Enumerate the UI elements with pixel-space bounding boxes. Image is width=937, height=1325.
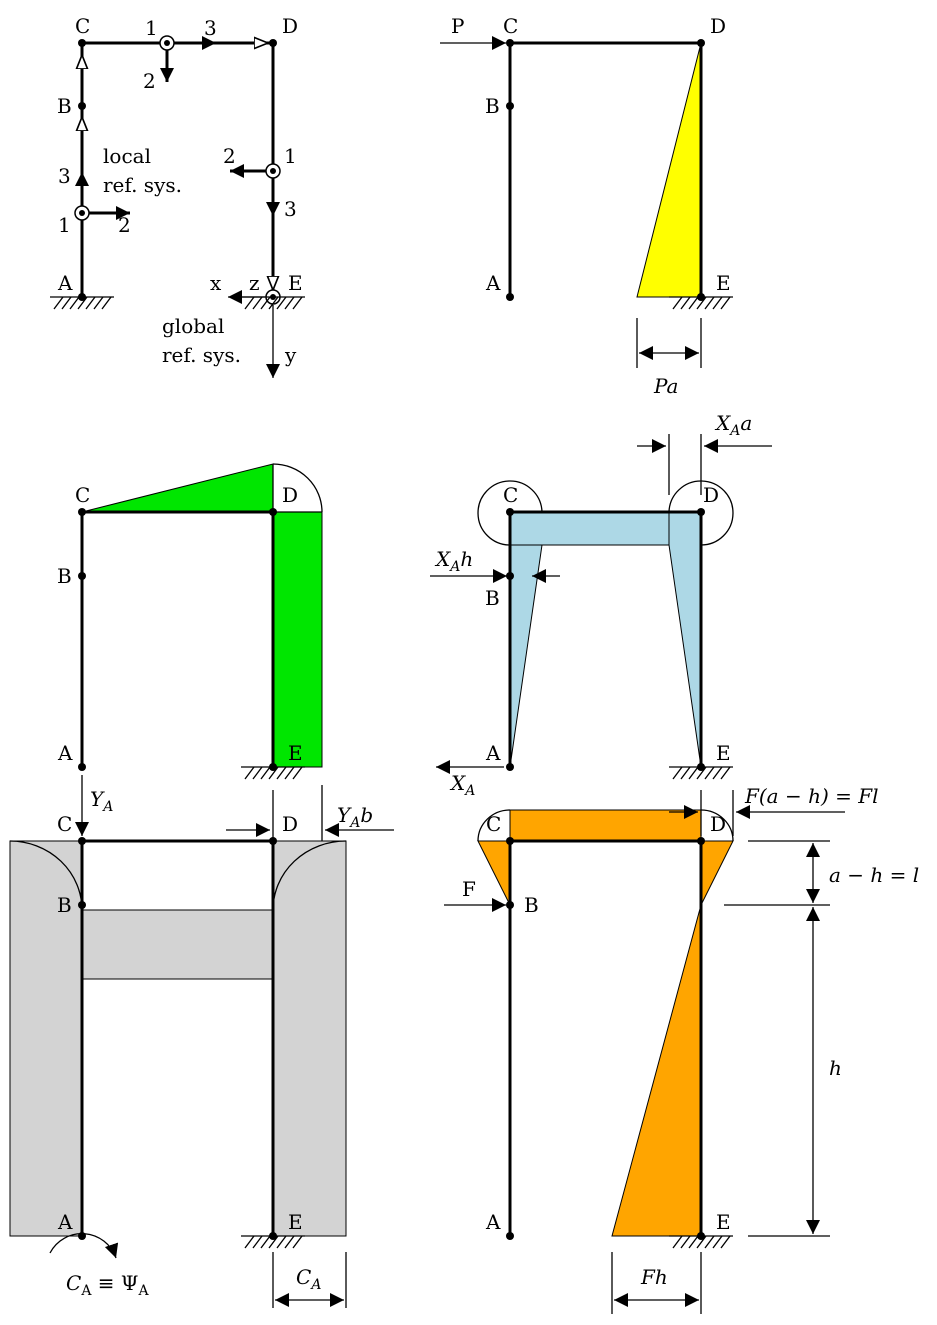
dimension-label-pa: Pa — [653, 374, 678, 398]
node-label-c: C — [503, 483, 518, 507]
moment-arc — [272, 840, 347, 911]
node-label-a: A — [485, 1210, 501, 1234]
local-caption: ref. sys. — [103, 173, 182, 197]
node-label-d: D — [703, 483, 719, 507]
load-label-ya: YA — [90, 787, 113, 815]
moment-diagram-ya — [272, 511, 323, 768]
node-label-d: D — [282, 812, 298, 836]
node-label-b: B — [57, 564, 72, 588]
global-caption: global — [162, 314, 224, 338]
moment-arc — [477, 480, 543, 546]
moment-arc — [272, 463, 323, 513]
node-dots — [78, 508, 277, 771]
dimension-label-ca: CA — [296, 1265, 321, 1293]
node-label-c: C — [75, 483, 90, 507]
node-label-a: A — [485, 271, 501, 295]
node-label-c: C — [503, 14, 518, 38]
load-label-p: P — [451, 14, 464, 38]
moment-diagram-f — [509, 809, 702, 842]
node-dots — [506, 39, 705, 301]
node-label-d: D — [282, 14, 298, 38]
node-dots — [78, 39, 277, 301]
ground-support-icon — [241, 296, 305, 310]
node-label-e: E — [716, 1210, 731, 1234]
node-dots — [506, 837, 705, 1240]
global-axis-z: z — [249, 271, 260, 295]
node-label-b: B — [57, 94, 72, 118]
node-label-d: D — [710, 14, 726, 38]
ground-support-icon — [669, 766, 733, 780]
axis-label: 3 — [284, 197, 297, 221]
moment-label-ca: CA ≡ ΨA — [66, 1271, 149, 1299]
global-caption: ref. sys. — [162, 343, 241, 367]
dimension-label-xaa: XAa — [714, 411, 752, 439]
axis-label: 3 — [204, 16, 217, 40]
ground-support-icon — [50, 296, 114, 310]
dimension-label-xah: XAh — [434, 547, 473, 575]
node-label-c: C — [486, 812, 501, 836]
moment-diagram-f — [477, 840, 511, 906]
axis-label: 2 — [118, 213, 131, 237]
global-axis-y: y — [284, 343, 297, 367]
axis-label: 1 — [58, 213, 71, 237]
dimension-label-yab: YAb — [337, 803, 373, 831]
panel-moment-ca: CA ≡ ΨA C D B A E CA — [9, 812, 347, 1308]
moment-diagram-ca — [272, 840, 347, 1237]
node-dots — [506, 508, 705, 771]
node-label-b: B — [485, 586, 500, 610]
panel-load-f: F F(a − h) = Fl a − h = l h Fh C D B A E — [444, 784, 919, 1314]
panel-reference-systems: C D B A E local ref. sys. global ref. sy… — [50, 14, 305, 378]
panel-load-xa: XA XAh XAa C D B A E — [430, 411, 772, 799]
moment-diagram-ca — [81, 909, 274, 980]
moment-diagram-f — [700, 840, 734, 906]
dimension-label-l: a − h = l — [829, 863, 919, 887]
node-label-e: E — [288, 741, 303, 765]
global-axis-x: x — [210, 271, 222, 295]
node-label-d: D — [710, 812, 726, 836]
dimension-label-h: h — [829, 1056, 842, 1080]
axis-out-icon — [74, 35, 281, 305]
node-label-c: C — [57, 812, 72, 836]
node-label-b: B — [57, 893, 72, 917]
moment-diagram-xa — [509, 511, 543, 768]
moment-diagram-f — [611, 904, 702, 1237]
node-label-e: E — [288, 1210, 303, 1234]
load-label-f: F — [462, 877, 476, 901]
node-label-e: E — [288, 271, 303, 295]
axis-label: 2 — [223, 144, 236, 168]
moment-arc — [477, 809, 511, 842]
node-dots — [78, 837, 277, 1240]
axis-label: 1 — [284, 144, 297, 168]
node-label-e: E — [716, 741, 731, 765]
moment-diagram-ca — [9, 840, 83, 1237]
axis-label: 2 — [143, 69, 156, 93]
node-label-b: B — [524, 893, 539, 917]
axis-label: 1 — [145, 16, 158, 40]
local-caption: local — [103, 144, 151, 168]
moment-diagram-p — [636, 42, 702, 298]
moment-diagram-ya — [81, 463, 274, 513]
panel-load-ya: YA C D B A E YAb — [57, 463, 394, 846]
axis-label: 3 — [58, 164, 71, 188]
node-label-e: E — [716, 271, 731, 295]
node-label-c: C — [75, 14, 90, 38]
dimension-label-fl: F(a − h) = Fl — [744, 784, 879, 808]
ground-support-icon — [241, 766, 305, 780]
load-label-xa: XA — [449, 771, 475, 799]
node-label-b: B — [485, 94, 500, 118]
panel-load-p: P C D B A E Pa — [440, 14, 733, 398]
node-label-a: A — [57, 741, 73, 765]
dimension-label-fh: Fh — [640, 1265, 668, 1289]
node-label-d: D — [282, 483, 298, 507]
moment-arc — [668, 480, 734, 546]
moment-diagram-xa — [668, 511, 702, 768]
node-label-a: A — [485, 741, 501, 765]
node-label-a: A — [57, 1210, 73, 1234]
node-label-a: A — [57, 271, 73, 295]
